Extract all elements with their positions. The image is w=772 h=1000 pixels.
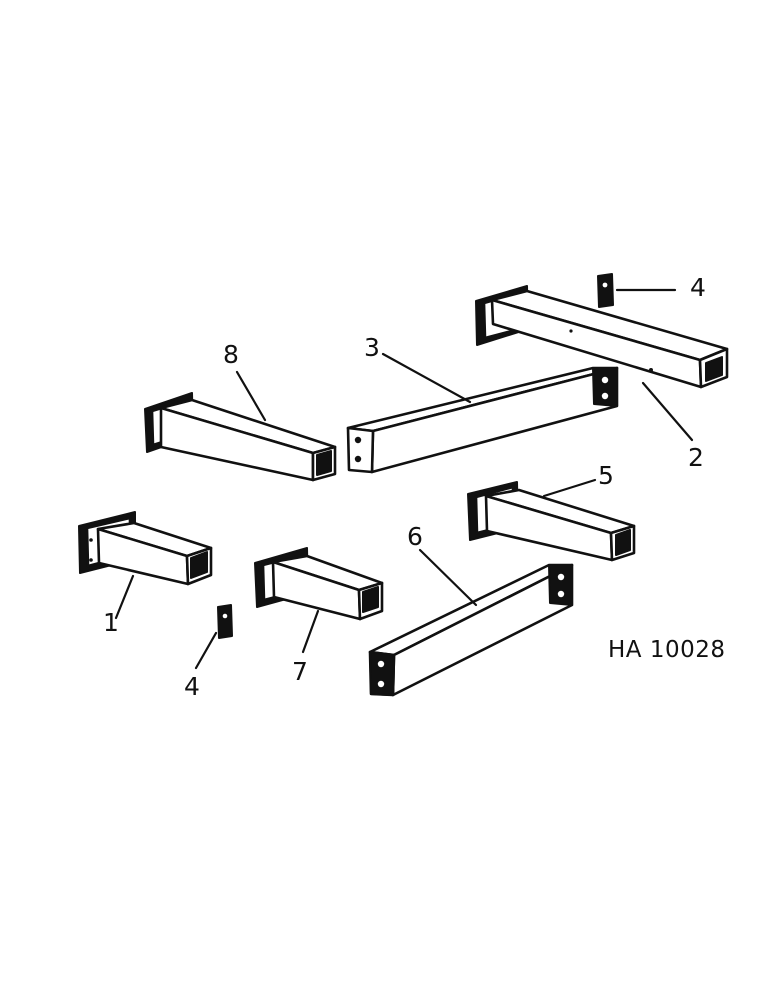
callout-6: 6 — [407, 522, 423, 551]
callout-3: 3 — [364, 333, 380, 362]
callout-8: 8 — [223, 340, 239, 369]
leader-3 — [381, 352, 472, 404]
part-5-tube — [467, 481, 636, 562]
leader-1 — [114, 574, 135, 620]
callout-labels: 8 3 4 2 5 6 1 4 7 — [103, 273, 706, 701]
leader-5 — [542, 478, 597, 498]
callout-7: 7 — [292, 657, 308, 686]
leader-6 — [418, 548, 478, 607]
callout-2: 2 — [688, 443, 704, 472]
part-8-tube — [144, 392, 337, 482]
callout-4-top: 4 — [690, 273, 706, 302]
part-2-tube — [475, 285, 729, 389]
leader-8 — [235, 370, 267, 422]
part-1-tube — [78, 511, 213, 586]
leader-2 — [641, 381, 694, 442]
part-4-clip-bottom — [217, 604, 233, 639]
callout-1: 1 — [103, 608, 119, 637]
leader-7 — [301, 609, 320, 654]
part-6-bar — [368, 563, 574, 697]
callout-4-bottom: 4 — [184, 672, 200, 701]
leader-lines — [114, 288, 694, 670]
part-3-bar — [346, 366, 619, 474]
leader-4-bottom — [194, 631, 218, 670]
callout-5: 5 — [598, 461, 614, 490]
part-4-clip-top — [597, 273, 614, 308]
part-7-tube — [254, 547, 384, 621]
drawing-reference-code: HA 10028 — [608, 637, 726, 663]
